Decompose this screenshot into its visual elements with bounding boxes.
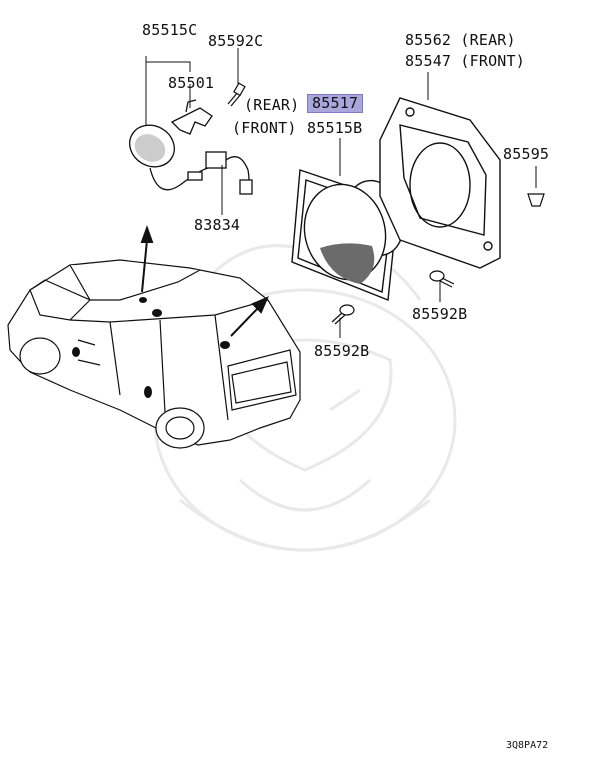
screw-85592c: [227, 82, 246, 107]
label-85592b-left: 85592B: [314, 342, 370, 360]
label-85515c: 85515C: [142, 21, 198, 39]
screw-85592b-right: [429, 270, 455, 288]
label-85562: 85562 (REAR): [405, 31, 516, 49]
label-85547: 85547 (FRONT): [405, 52, 525, 70]
label-85592b-right: 85592B: [412, 305, 468, 323]
mount-bracket-85562: [379, 97, 501, 269]
leader-lines-right: [339, 72, 537, 338]
label-rear-tag: (REAR): [244, 96, 300, 114]
label-85592c: 85592C: [208, 32, 264, 50]
harness-83834: [149, 151, 253, 195]
small-speaker-85515c: [129, 124, 175, 168]
location-arrows: [140, 225, 269, 337]
leader-lines-left: [145, 48, 239, 215]
label-85517-highlighted[interactable]: 85517: [307, 94, 364, 113]
label-85595: 85595: [503, 145, 550, 163]
speaker-locations: [72, 297, 230, 398]
clip-85595: [527, 193, 545, 207]
label-83834: 83834: [194, 216, 241, 234]
vehicle-outline: [7, 259, 301, 449]
screw-85592b-left: [331, 304, 355, 325]
label-85501: 85501: [168, 74, 215, 92]
label-85515b: 85515B: [307, 119, 363, 137]
label-front-tag: (FRONT): [232, 119, 297, 137]
main-speaker-85515b: [291, 169, 405, 301]
bracket-85501: [170, 99, 213, 135]
diagram-code: 3Q8PA72: [506, 740, 549, 751]
